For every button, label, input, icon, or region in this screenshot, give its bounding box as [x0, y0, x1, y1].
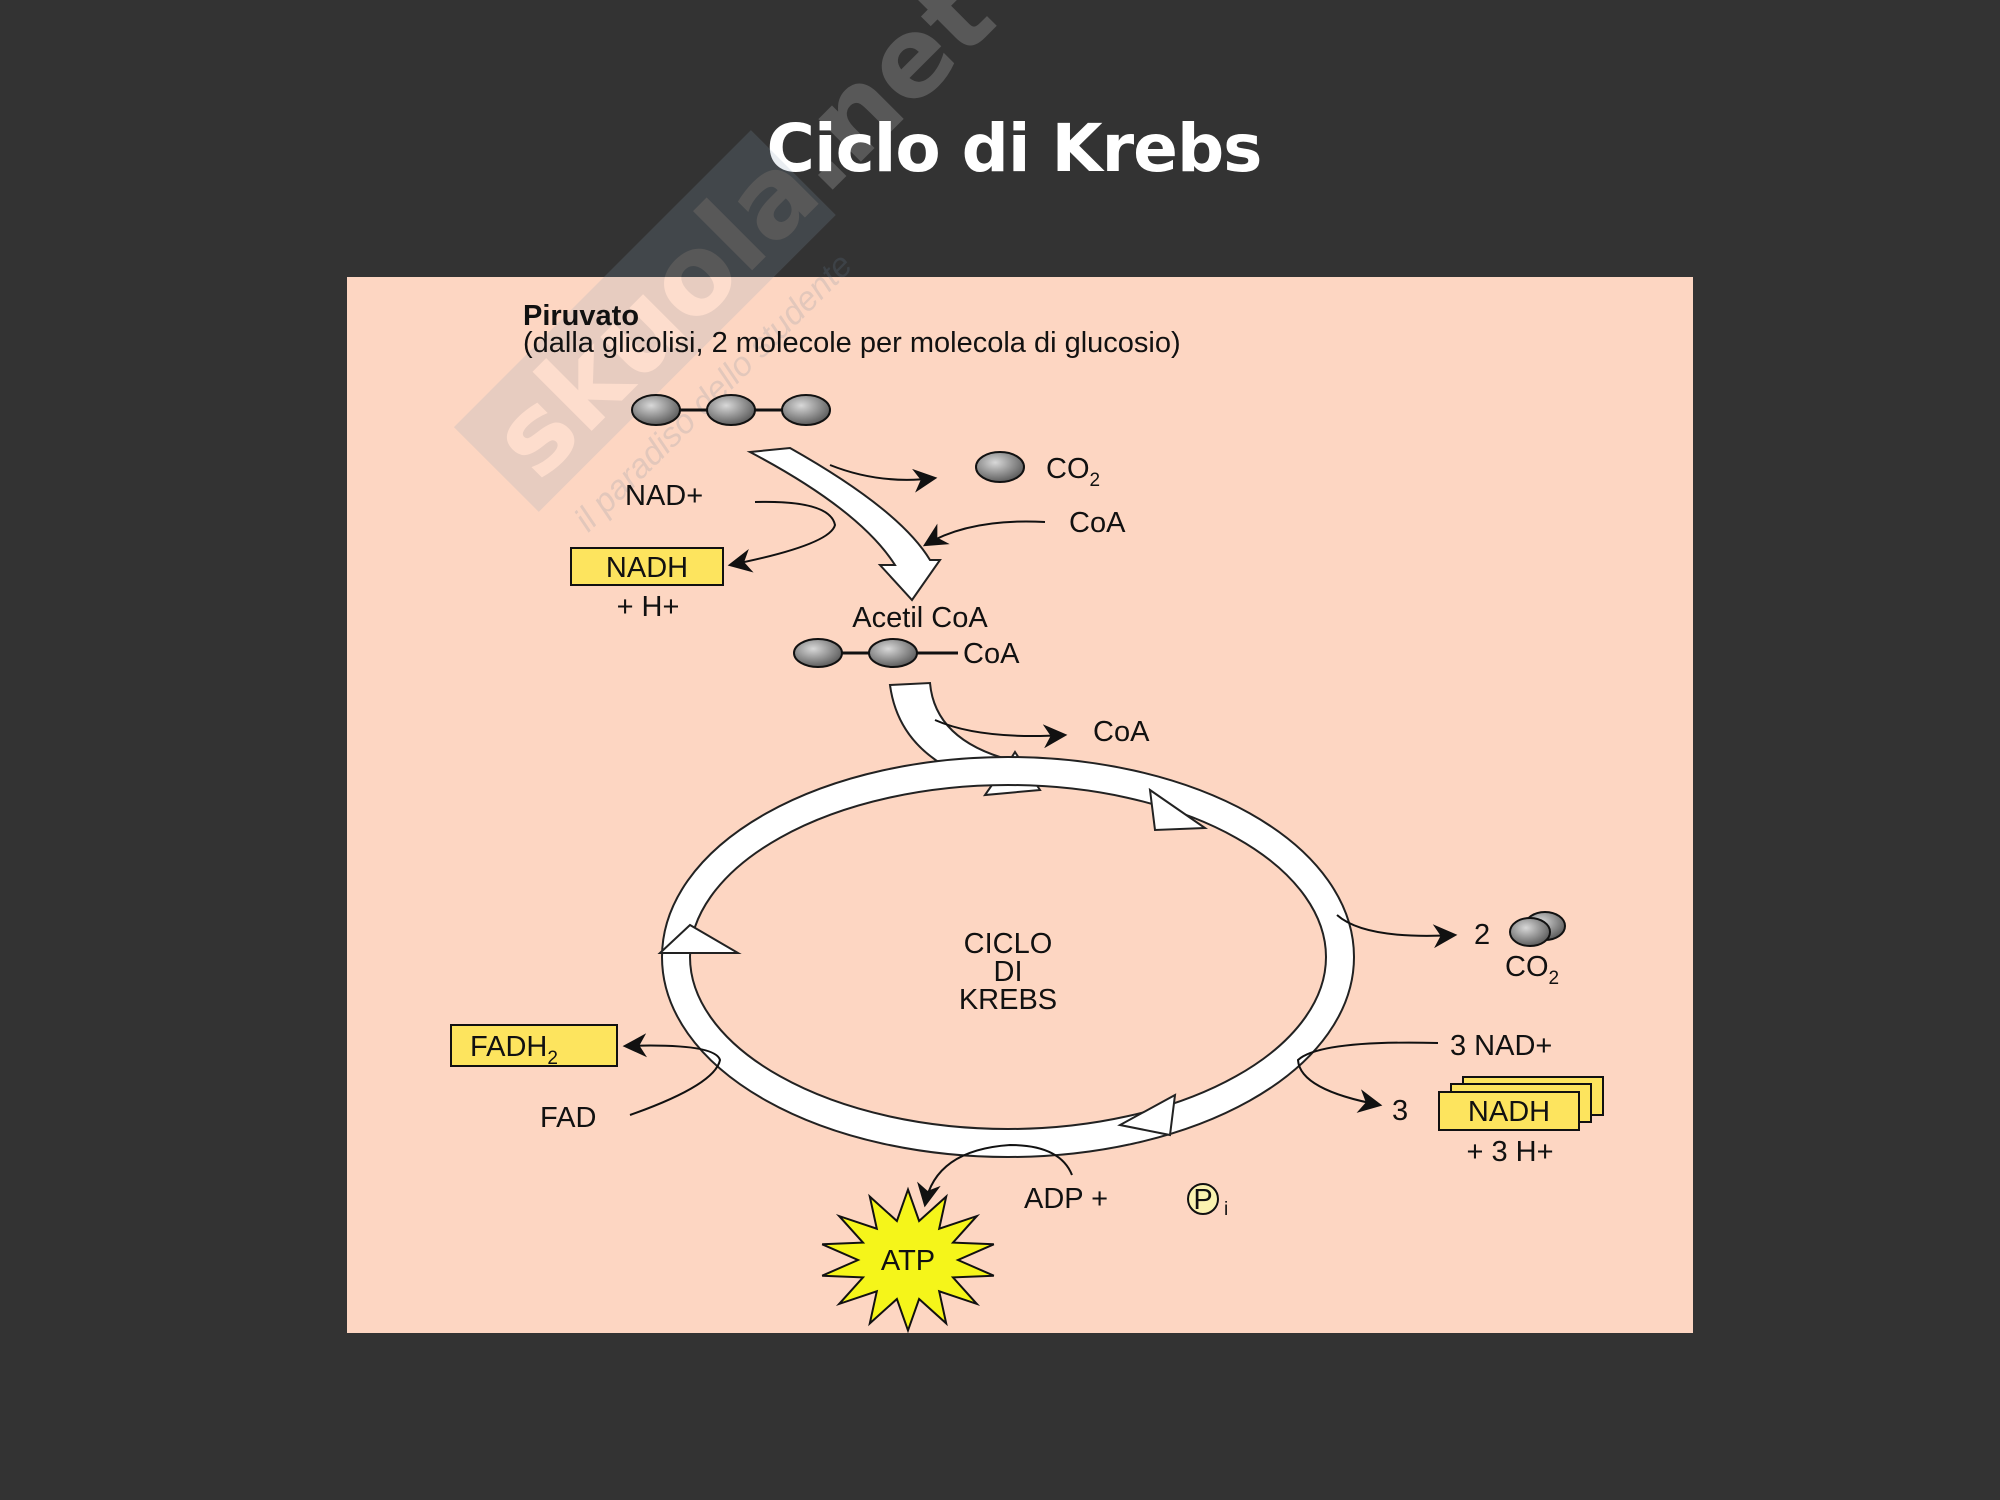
pi-label: P [1193, 1184, 1212, 1216]
fad-to-fadh2-arrow [622, 1033, 722, 1116]
nadh3-box-stack [1438, 1076, 1604, 1131]
adp-to-atp-arrow [917, 1143, 1073, 1208]
piruvato-subtitle: (dalla glicolisi, 2 molecole per molecol… [523, 327, 1181, 359]
cycle-arrowhead [1148, 787, 1209, 832]
nad-to-nadh-arrow [727, 500, 837, 573]
cycle-label-line2: DI [994, 956, 1023, 988]
coa-input-arrow [922, 520, 1046, 547]
phosphate-icon [1187, 1183, 1219, 1215]
pi-sub: i [1224, 1199, 1228, 1220]
cycle-arrowhead [657, 923, 742, 954]
coa-release-arrow [934, 719, 1068, 749]
co2-count: 2 [1474, 919, 1490, 951]
nad3-to-nadh3-arrow [1296, 1041, 1439, 1113]
fad-label: FAD [540, 1102, 596, 1134]
co2-right-label: CO2 [1505, 951, 1559, 989]
atp-label: ATP [881, 1245, 935, 1277]
pyruvate-molecule [631, 394, 831, 426]
coa-input-label: CoA [1069, 507, 1126, 539]
cycle-label-line1: CICLO [964, 928, 1053, 960]
nadh3-label: NADH [1468, 1096, 1550, 1128]
h-plus-label: + H+ [617, 591, 680, 623]
piruvato-title: Piruvato [523, 300, 639, 332]
co2-label: CO2 [1046, 453, 1100, 491]
acetil-coa-label: Acetil CoA [852, 602, 988, 634]
nad-plus-label: NAD+ [625, 480, 703, 512]
coa-output-label: CoA [1093, 716, 1150, 748]
co2-molecules [1509, 911, 1566, 947]
nadh-box [570, 547, 724, 586]
nad3-label: 3 NAD+ [1450, 1030, 1552, 1062]
fadh2-label: FADH2 [470, 1031, 558, 1069]
h3-label: + 3 H+ [1466, 1136, 1553, 1168]
cycle-arrowhead [1117, 1093, 1177, 1137]
slide-title: Ciclo di Krebs [766, 110, 1263, 187]
adp-label: ADP + [1024, 1183, 1108, 1215]
cycle-label-line3: KREBS [959, 984, 1057, 1016]
nadh3-count: 3 [1392, 1095, 1408, 1127]
co2-cycle-arrow [1336, 914, 1458, 949]
atp-starburst [821, 1186, 995, 1334]
co2-release-arrow [829, 464, 938, 493]
co2-molecule [975, 451, 1025, 483]
pyruvate-to-acetylcoa-arrow [746, 446, 942, 602]
fadh2-box [450, 1024, 618, 1067]
acetil-coa-group-label: CoA [963, 638, 1020, 670]
krebs-cycle-ring [657, 756, 1355, 1158]
nadh-label: NADH [606, 552, 688, 584]
acetyl-coa-molecule [793, 638, 958, 668]
